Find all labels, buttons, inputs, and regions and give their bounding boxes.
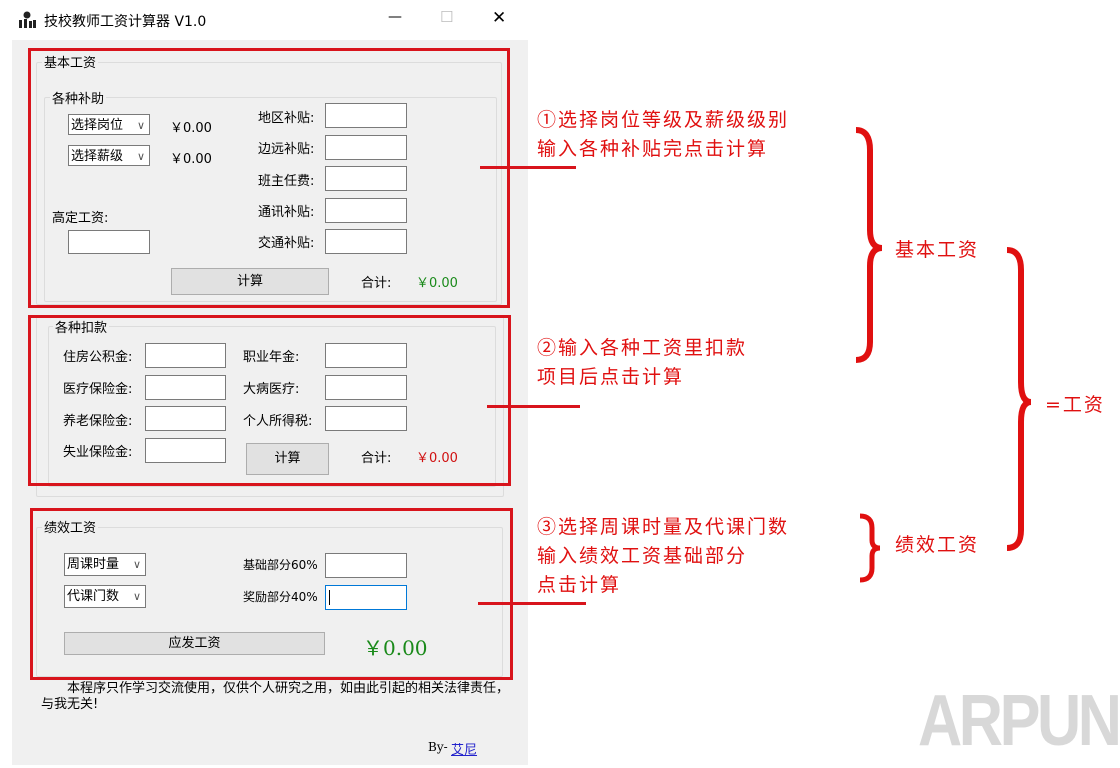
annotation-line bbox=[480, 166, 576, 169]
author-link[interactable]: 艾尼 bbox=[451, 743, 478, 758]
week-hours-value: 周课时量 bbox=[67, 557, 120, 572]
base-part-label: 基础部分60% bbox=[243, 558, 318, 572]
annotation-line bbox=[478, 602, 586, 605]
annotation-box-basic bbox=[28, 48, 510, 308]
app-icon bbox=[18, 11, 36, 29]
brace-total-icon bbox=[1006, 247, 1032, 551]
transport-subsidy-input[interactable] bbox=[325, 229, 407, 254]
deduct-label: 职业年金: bbox=[243, 350, 300, 365]
basic-calc-button[interactable]: 计算 bbox=[171, 268, 329, 295]
post-combo[interactable]: 选择岗位 ∨ bbox=[68, 114, 150, 135]
basic-group bbox=[36, 62, 502, 305]
annotation-line bbox=[487, 405, 580, 408]
post-combo-value: 选择岗位 bbox=[71, 118, 124, 133]
subsidy-label: 边远补贴: bbox=[258, 142, 315, 157]
deduct-label: 大病医疗: bbox=[243, 382, 300, 397]
pay-button[interactable]: 应发工资 bbox=[64, 632, 325, 655]
unemployment-insurance-input[interactable] bbox=[145, 438, 226, 463]
basic-total-label: 合计: bbox=[361, 276, 392, 291]
critical-illness-input[interactable] bbox=[325, 375, 407, 400]
chevron-down-icon: ∨ bbox=[132, 590, 141, 603]
subsidy-group bbox=[44, 97, 497, 302]
brace-basic-icon bbox=[855, 127, 883, 363]
deduct-label: 医疗保险金: bbox=[63, 382, 133, 397]
brace-perf-icon bbox=[859, 513, 881, 583]
chevron-down-icon: ∨ bbox=[132, 558, 141, 571]
telecom-subsidy-input[interactable] bbox=[325, 198, 407, 223]
substitute-count-value: 代课门数 bbox=[67, 589, 120, 604]
pay-total-value: ￥0.00 bbox=[363, 636, 428, 660]
deduct-label: 养老保险金: bbox=[63, 414, 133, 429]
annotation-step3: ③选择周课时量及代课门数输入绩效工资基础部分点击计算 bbox=[537, 516, 790, 596]
close-button[interactable]: ✕ bbox=[492, 8, 507, 28]
brace-basic-label: 基本工资 bbox=[895, 239, 980, 261]
post-amount: ￥0.00 bbox=[170, 121, 212, 136]
subsidy-legend: 各种补助 bbox=[50, 88, 107, 107]
class-teacher-fee-input[interactable] bbox=[325, 166, 407, 191]
minimize-button[interactable]: — bbox=[388, 9, 402, 25]
substitute-count-combo[interactable]: 代课门数 ∨ bbox=[64, 585, 146, 608]
chevron-down-icon: ∨ bbox=[136, 119, 145, 132]
subsidy-label: 交通补贴: bbox=[258, 236, 315, 251]
brace-total-label: =工资 bbox=[1045, 394, 1105, 416]
deduct-label: 个人所得税: bbox=[243, 414, 313, 429]
annotation-box-perf bbox=[30, 508, 513, 680]
subsidy-label: 通讯补贴: bbox=[258, 205, 315, 220]
grade-combo-value: 选择薪级 bbox=[71, 149, 124, 164]
deduct-label: 失业保险金: bbox=[63, 445, 133, 460]
pension-insurance-input[interactable] bbox=[145, 406, 226, 431]
by-label: By- bbox=[428, 740, 448, 754]
fixed-salary-label: 高定工资: bbox=[52, 211, 109, 226]
grade-amount: ￥0.00 bbox=[170, 152, 212, 167]
text-cursor bbox=[329, 590, 330, 605]
perf-legend: 绩效工资 bbox=[42, 517, 99, 536]
remote-subsidy-input[interactable] bbox=[325, 135, 407, 160]
income-tax-input[interactable] bbox=[325, 406, 407, 431]
basic-total-value: ￥0.00 bbox=[416, 276, 458, 291]
window-title: 技校教师工资计算器 V1.0 bbox=[44, 14, 207, 30]
subsidy-label: 地区补贴: bbox=[258, 111, 315, 126]
fixed-salary-input[interactable] bbox=[68, 230, 150, 254]
week-hours-combo[interactable]: 周课时量 ∨ bbox=[64, 553, 146, 576]
deduct-total-label: 合计: bbox=[361, 451, 392, 466]
medical-insurance-input[interactable] bbox=[145, 375, 226, 400]
brace-icons bbox=[855, 127, 883, 583]
housing-fund-input[interactable] bbox=[145, 343, 226, 368]
annotation-step2: ②输入各种工资里扣款项目后点击计算 bbox=[537, 337, 748, 388]
area-subsidy-input[interactable] bbox=[325, 103, 407, 128]
brace-perf-label: 绩效工资 bbox=[895, 534, 980, 556]
deduct-total-value: ￥0.00 bbox=[416, 451, 458, 466]
annotation-box-deduct bbox=[28, 315, 511, 486]
deduct-calc-button[interactable]: 计算 bbox=[246, 443, 329, 475]
subsidy-label: 班主任费: bbox=[258, 174, 315, 189]
watermark: ARPUN bbox=[918, 681, 1120, 761]
chevron-down-icon: ∨ bbox=[136, 150, 145, 163]
bonus-part-input[interactable] bbox=[325, 585, 407, 610]
basic-legend: 基本工资 bbox=[42, 52, 99, 71]
grade-combo[interactable]: 选择薪级 ∨ bbox=[68, 145, 150, 166]
deduct-legend: 各种扣款 bbox=[53, 317, 110, 336]
deduct-label: 住房公积金: bbox=[63, 350, 133, 365]
maximize-button[interactable]: ☐ bbox=[440, 8, 454, 26]
bonus-part-label: 奖励部分40% bbox=[243, 590, 318, 604]
base-part-input[interactable] bbox=[325, 553, 407, 578]
annotation-step1: ①选择岗位等级及薪级级别输入各种补贴完点击计算 bbox=[537, 109, 790, 160]
occupational-annuity-input[interactable] bbox=[325, 343, 407, 368]
disclaimer: 本程序只作学习交流使用，仅供个人研究之用，如由此引起的相关法律责任，与我无关! bbox=[41, 681, 510, 712]
